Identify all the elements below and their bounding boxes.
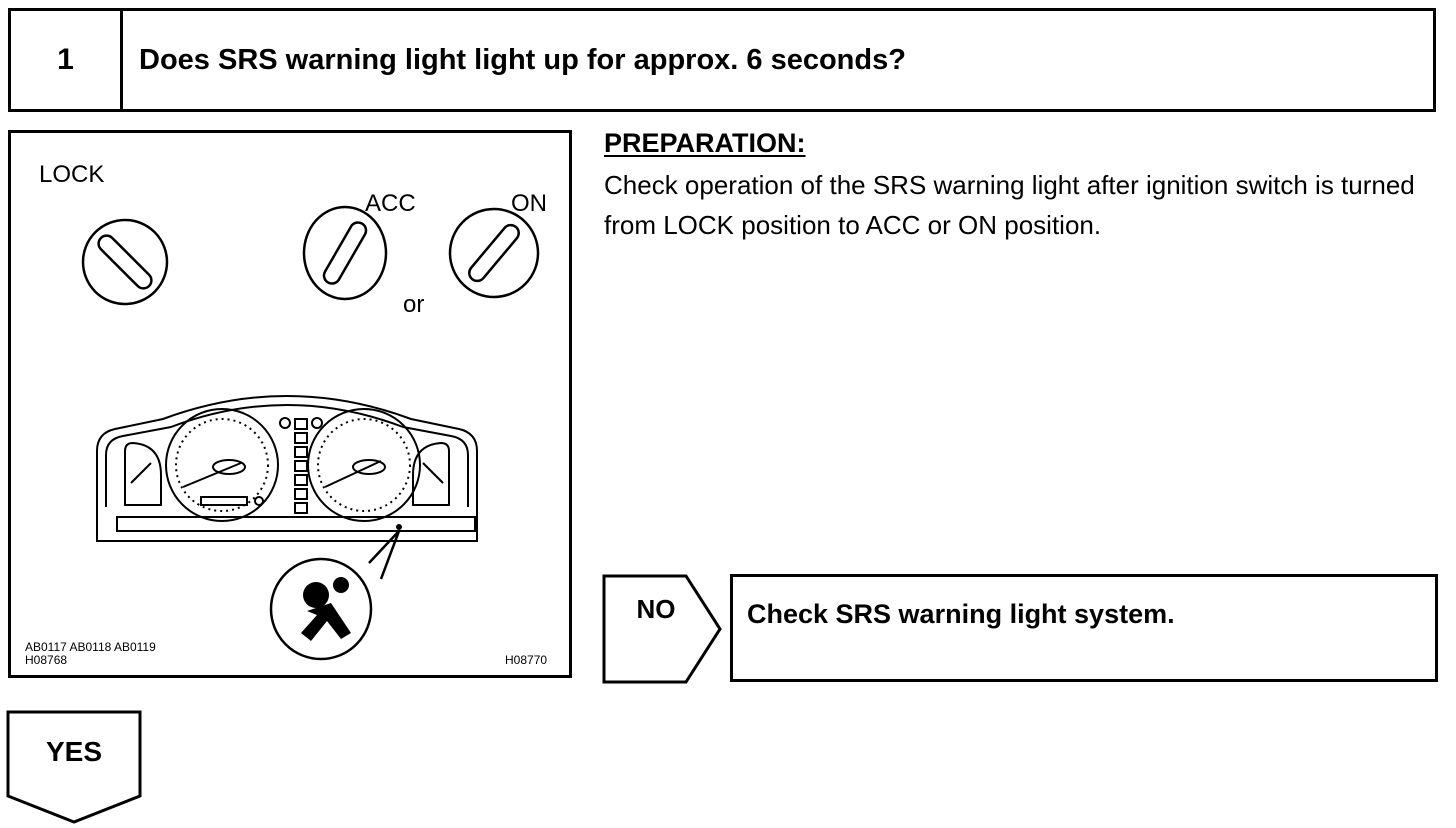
label-or: or	[403, 291, 425, 318]
label-on: ON	[511, 190, 547, 217]
no-action-text: Check SRS warning light system.	[747, 599, 1175, 629]
label-lock: LOCK	[39, 161, 105, 188]
step-header: 1 Does SRS warning light light up for ap…	[8, 8, 1436, 112]
no-arrow-icon	[602, 574, 722, 684]
yes-arrow-icon	[6, 710, 142, 824]
step-number: 1	[11, 11, 123, 109]
figure-code-line1: AB0117 AB0118 AB0119	[25, 640, 156, 654]
step-question: Does SRS warning light light up for appr…	[139, 43, 906, 76]
srs-callout	[269, 530, 401, 661]
figure-drawing	[81, 205, 540, 661]
figure-code-line2: H08768	[25, 653, 68, 667]
ignition-cluster-figure: LOCK ACC ON or AB0117 AB0118 AB0119 H087…	[8, 130, 572, 678]
key-on-icon	[448, 207, 540, 299]
figure-code-right: H08770	[505, 653, 548, 667]
instrument-cluster-icon	[96, 395, 478, 542]
no-label: NO	[636, 594, 676, 624]
preparation-text: Check operation of the SRS warning light…	[604, 170, 1415, 240]
key-lock-icon	[81, 218, 169, 306]
preparation-title: PREPARATION:	[604, 128, 806, 158]
label-acc: ACC	[365, 190, 416, 217]
key-acc-icon	[302, 205, 388, 301]
no-action-box: Check SRS warning light system.	[730, 574, 1438, 682]
yes-label: YES	[45, 736, 103, 767]
srs-airbag-icon	[301, 577, 351, 641]
